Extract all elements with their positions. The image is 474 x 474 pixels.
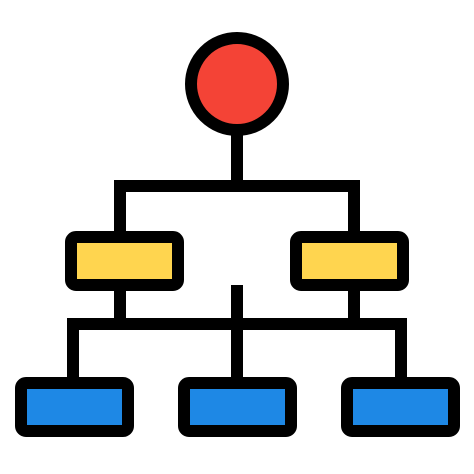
leaf-node-left [15, 377, 134, 437]
leaf-node-right [341, 377, 460, 437]
leaf-node-center [178, 377, 297, 437]
connector-lines [67, 131, 407, 383]
root-node [185, 32, 289, 136]
right-branch-line [348, 285, 407, 383]
middle-node-right [290, 231, 409, 291]
root-branch-line [114, 180, 360, 242]
left-branch-line [67, 285, 126, 383]
middle-node-left [65, 231, 184, 291]
